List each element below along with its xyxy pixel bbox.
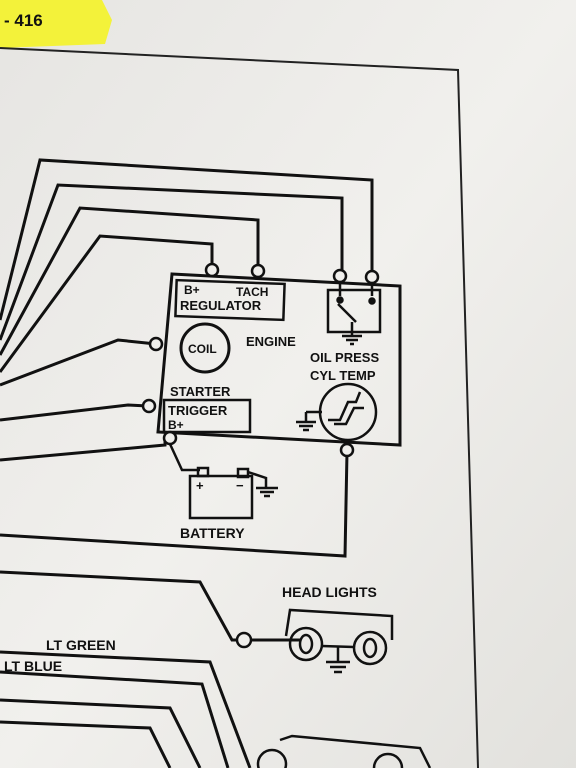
coil-terminal bbox=[148, 336, 164, 352]
coil-label: COIL bbox=[188, 342, 217, 356]
trigger-label: TRIGGER bbox=[168, 403, 228, 418]
trigger-b-plus-label: B+ bbox=[168, 418, 184, 432]
trigger-terminal bbox=[162, 430, 178, 446]
b-plus-terminal bbox=[204, 262, 220, 278]
lt-green-label: LT GREEN bbox=[46, 637, 116, 653]
cyl-temp-sensor bbox=[296, 382, 378, 442]
head-lights-terminal bbox=[235, 631, 253, 649]
cyl-temp-bottom-terminal bbox=[339, 442, 355, 458]
oil-press-label: OIL PRESS bbox=[310, 350, 379, 365]
tach-label: TACH bbox=[236, 285, 268, 299]
wire-bundle-top bbox=[0, 158, 374, 373]
battery-label: BATTERY bbox=[180, 525, 245, 541]
cyl-temp-label: CYL TEMP bbox=[310, 368, 376, 383]
regulator-label: REGULATOR bbox=[180, 298, 262, 313]
head-lights-label: HEAD LIGHTS bbox=[282, 584, 377, 600]
bottom-component bbox=[256, 734, 432, 768]
starter-label: STARTER bbox=[170, 384, 231, 399]
cyl-temp-terminal bbox=[364, 269, 380, 285]
regulator-b-plus-label: B+ bbox=[184, 283, 200, 297]
engine-top-terminals bbox=[204, 262, 380, 285]
wire-bundle-lower bbox=[0, 570, 300, 768]
tach-terminal bbox=[250, 263, 266, 279]
head-lights bbox=[284, 608, 394, 674]
battery-plus-label: + bbox=[196, 478, 204, 493]
oil-press-switch bbox=[326, 282, 382, 346]
trigger-box: TRIGGER B+ bbox=[162, 398, 252, 434]
battery bbox=[168, 443, 278, 520]
oil-press-terminal bbox=[332, 268, 348, 284]
lt-blue-label: LT BLUE bbox=[4, 658, 62, 674]
regulator-box: B+ TACH REGULATOR bbox=[174, 278, 286, 322]
coil: COIL bbox=[179, 322, 231, 374]
engine-box: ENGINE bbox=[156, 272, 402, 447]
battery-minus-label: − bbox=[236, 478, 244, 493]
page-tag: - 416 bbox=[0, 0, 112, 48]
starter-terminal bbox=[141, 398, 157, 414]
page-tag-label: - 416 bbox=[4, 11, 43, 30]
engine-label: ENGINE bbox=[246, 334, 296, 349]
diagram-border bbox=[0, 47, 479, 768]
